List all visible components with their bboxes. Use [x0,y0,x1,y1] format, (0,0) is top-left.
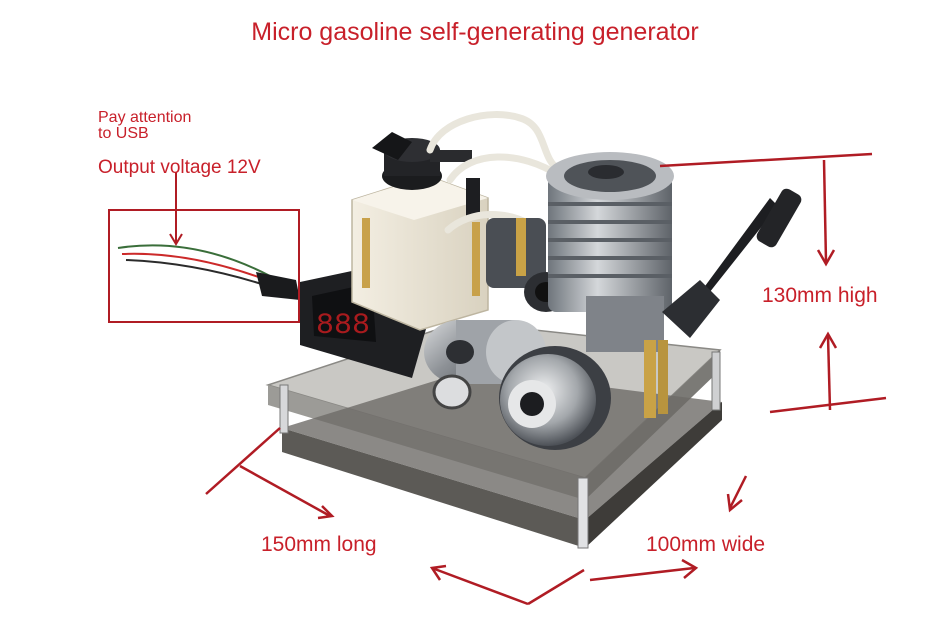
voltage-arrow [169,172,183,246]
carburetor [486,218,568,312]
wire-connector [256,272,300,300]
flywheel [432,346,611,450]
usb-note-line2: to USB [98,125,149,142]
page-title: Micro gasoline self-generating generator [251,18,699,46]
usb-note: Pay attention to USB [98,110,191,142]
length-arrows [205,427,529,606]
usb-note-line1: Pay attention [98,109,192,126]
engine-cylinder [546,152,674,418]
height-arrows [659,152,887,414]
voltage-label: Output voltage 12V [98,157,261,178]
length-label: 150mm long [261,533,377,556]
fuel-cap [372,132,480,216]
voltmeter-digits: 888 [316,309,370,343]
base-plate [265,321,722,549]
usb-highlight-box [108,209,300,323]
width-arrows [527,475,748,606]
width-label: 100mm wide [646,533,766,556]
fuel-tank [351,175,489,331]
starter-handle [662,188,802,338]
output-wires [117,244,275,289]
height-label: 130mm high [762,284,878,307]
